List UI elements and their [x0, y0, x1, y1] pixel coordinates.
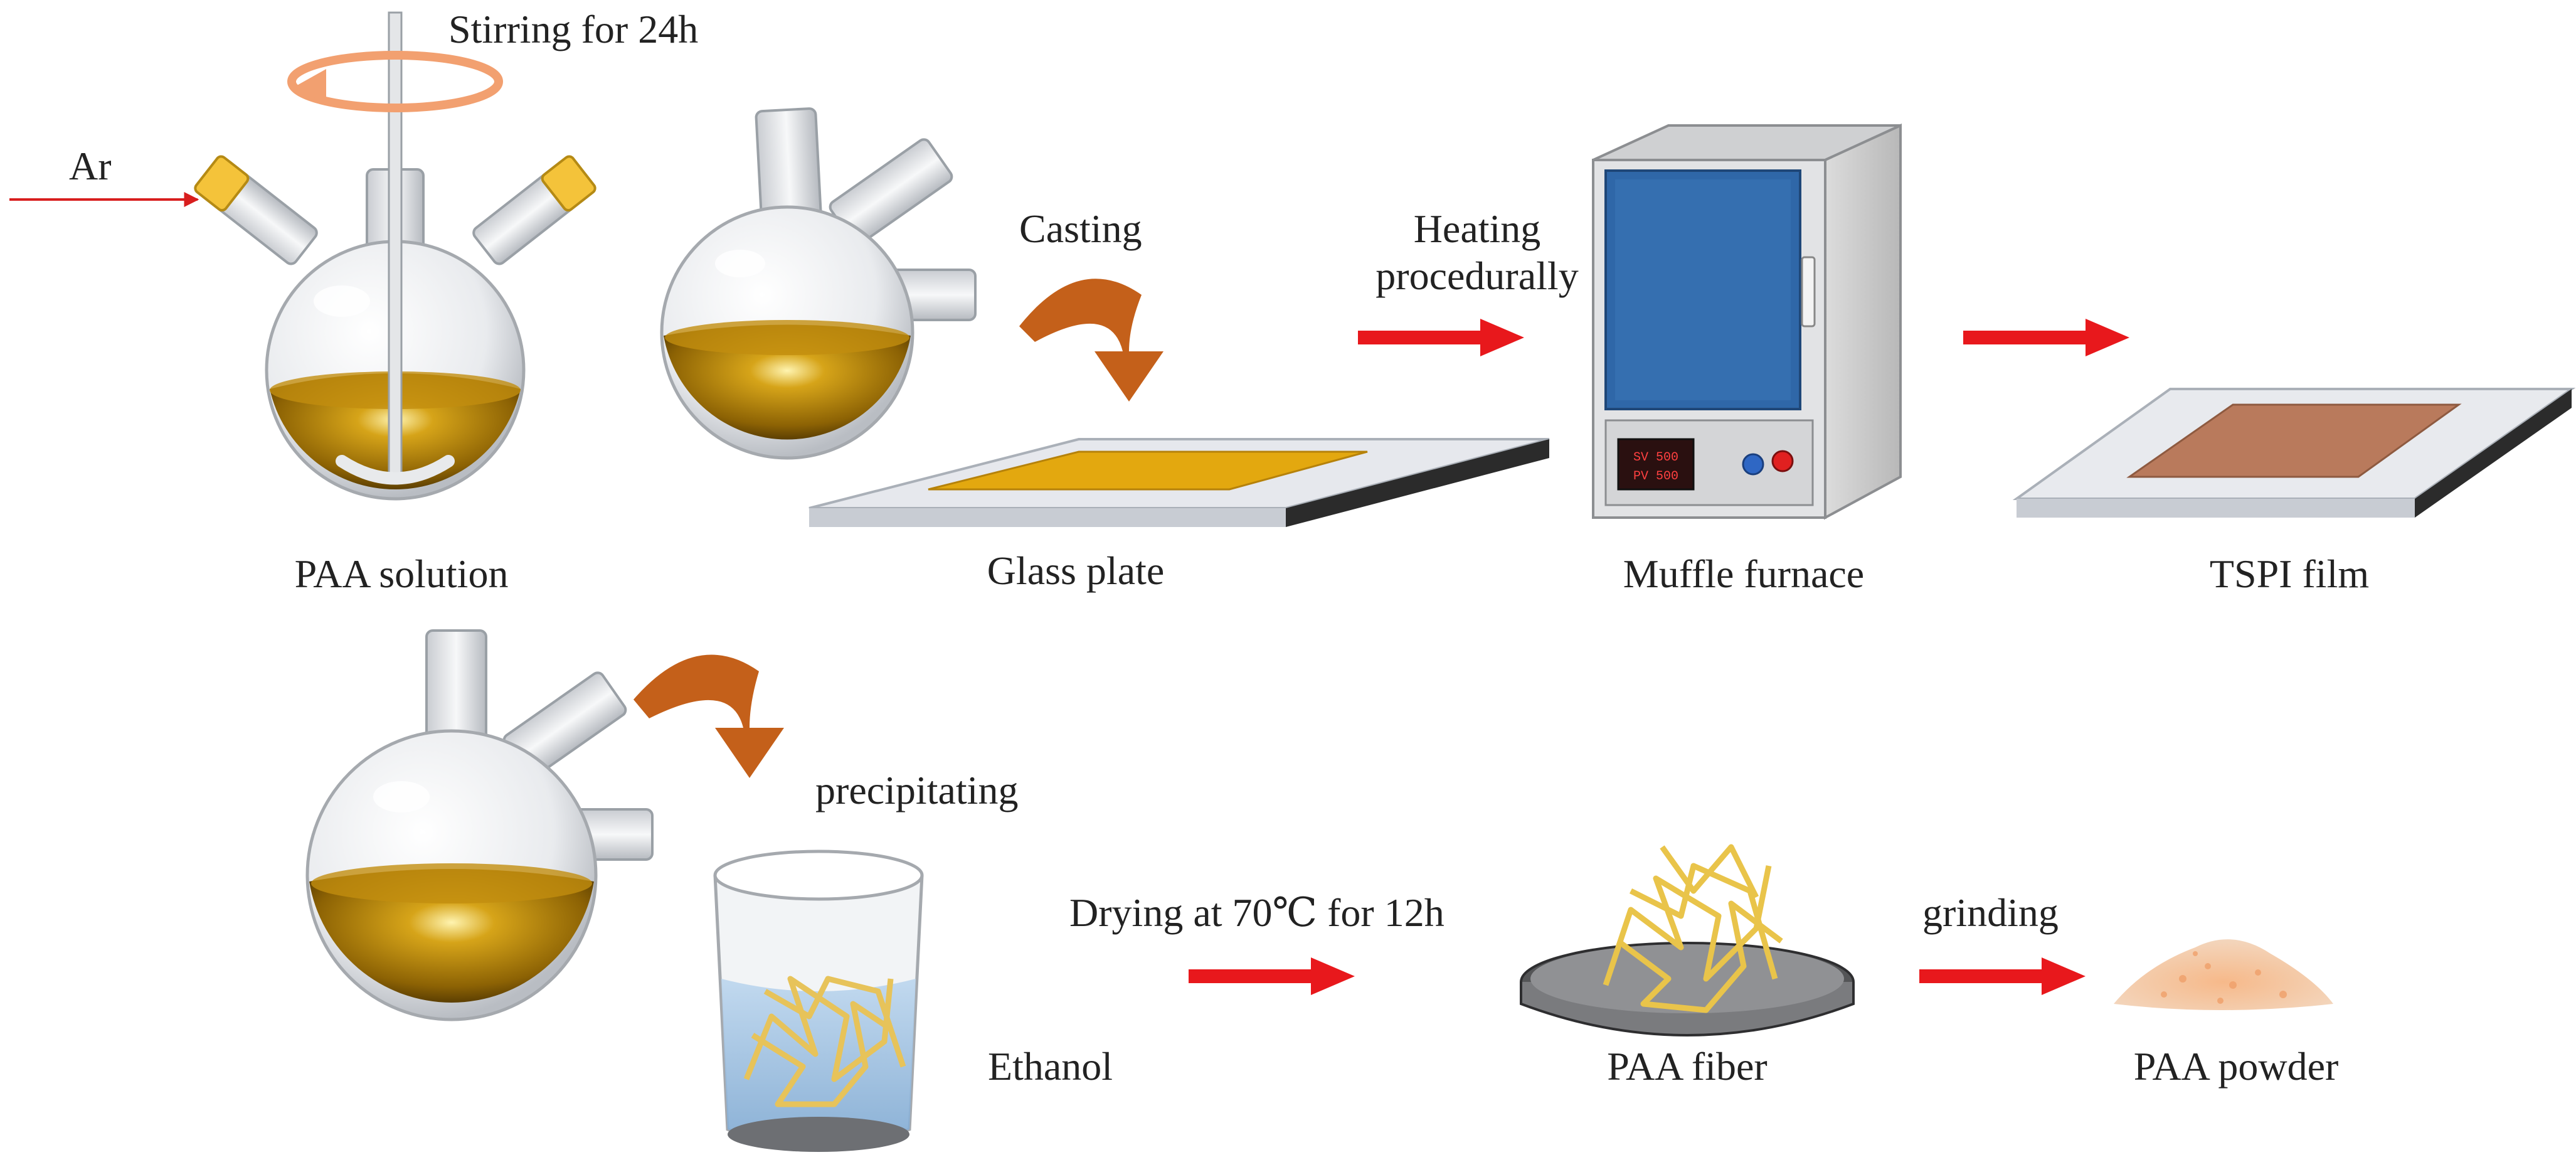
- beaker-icon: [713, 850, 924, 1152]
- drying-label: Drying at 70℃ for 12h: [1069, 890, 1444, 935]
- stirring-label: Stirring for 24h: [448, 7, 699, 51]
- muffle-furnace-icon: SV 500 PV 500: [1592, 123, 1902, 520]
- ar-label: Ar: [69, 144, 112, 188]
- ethanol-label: Ethanol: [988, 1044, 1113, 1089]
- paa-fiber-label: PAA fiber: [1607, 1044, 1768, 1089]
- glass-plate-icon: [808, 438, 1550, 527]
- process-arrow-heating: [1358, 319, 1524, 356]
- three-neck-flask-icon: [660, 107, 977, 460]
- furnace-sv-readout: SV 500: [1633, 450, 1678, 465]
- process-arrow-film: [1963, 319, 2129, 356]
- process-arrow-grinding: [1919, 957, 2086, 995]
- grinding-label: grinding: [1922, 890, 2059, 935]
- heating-label-line1: Heating: [1413, 206, 1541, 251]
- furnace-red-knob: [1771, 450, 1794, 472]
- precipitating-label: precipitating: [815, 768, 1019, 812]
- three-neck-flask-icon: [305, 629, 654, 1021]
- process-arrow-drying: [1189, 957, 1355, 995]
- glass-plate-label: Glass plate: [987, 548, 1165, 593]
- stir-arrow-icon: [287, 51, 503, 112]
- tspi-film-label: TSPI film: [2209, 551, 2370, 596]
- casting-arrow-icon: [1019, 279, 1163, 402]
- three-neck-flask-icon: [194, 11, 596, 501]
- powder-pile-icon: [2114, 939, 2333, 1010]
- petri-dish-icon: [1520, 844, 1855, 1036]
- furnace-blue-knob: [1742, 453, 1764, 476]
- paa-solution-label: PAA solution: [294, 551, 509, 596]
- muffle-furnace-label: Muffle furnace: [1623, 551, 1865, 596]
- paa-powder-label: PAA powder: [2133, 1044, 2339, 1089]
- film-icon: [2012, 388, 2576, 518]
- heating-label-line2: procedurally: [1375, 253, 1579, 298]
- precipitating-arrow-icon: [633, 654, 784, 778]
- casting-label: Casting: [1019, 206, 1142, 251]
- furnace-pv-readout: PV 500: [1633, 469, 1678, 484]
